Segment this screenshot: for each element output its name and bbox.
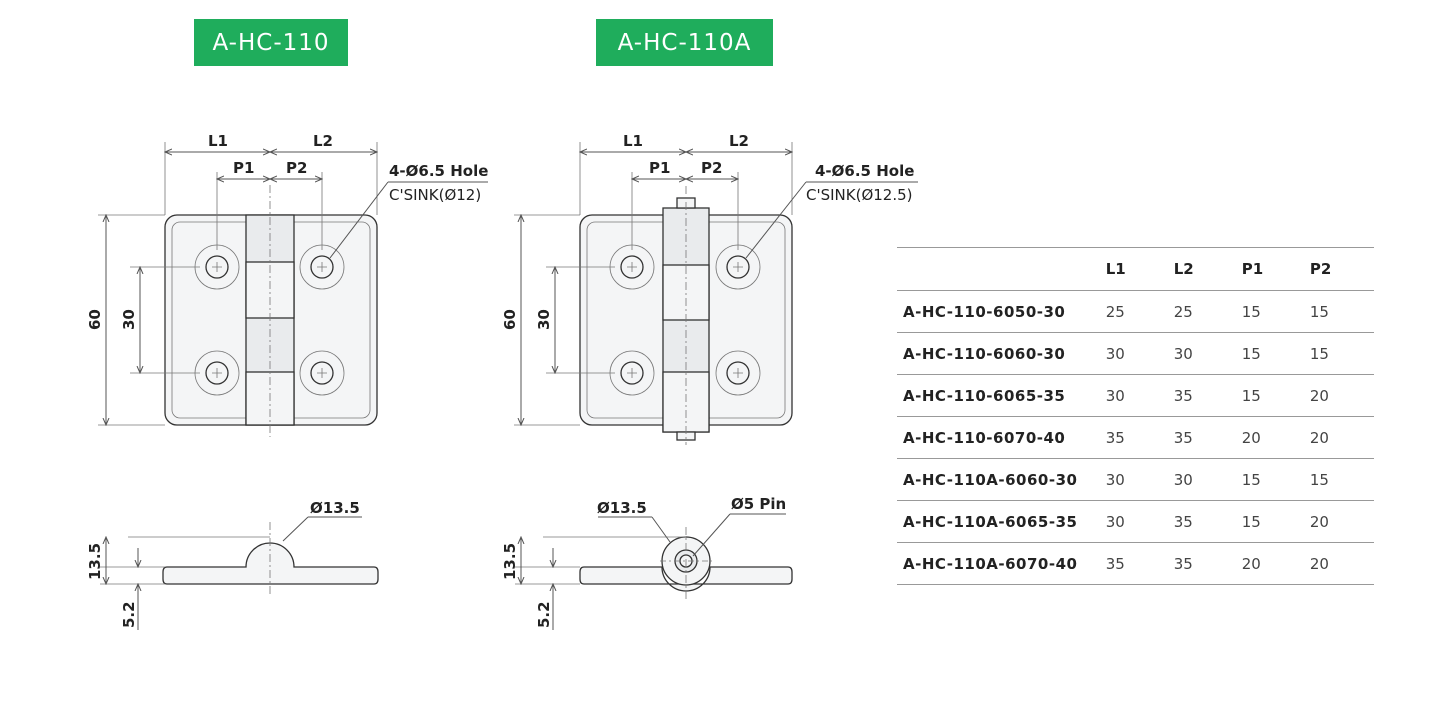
dim-l2-b: L2 (729, 132, 749, 150)
dim-l1-b: L1 (623, 132, 643, 150)
cell-p1: 15 (1237, 458, 1306, 501)
cell-p1: 20 (1237, 416, 1306, 459)
pin-note-b: Ø5 Pin (731, 495, 786, 513)
csink-note-b: C'SINK(Ø12.5) (806, 186, 913, 204)
header-l1: L1 (1101, 247, 1170, 291)
side-height-b: 13.5 (501, 543, 519, 580)
table-row: A-HC-110A-6070-40 35 35 20 20 (897, 542, 1374, 585)
table-header-row: L1 L2 P1 P2 (897, 247, 1374, 291)
table-row: A-HC-110-6060-30 30 30 15 15 (897, 332, 1374, 375)
cell-p2: 20 (1305, 416, 1374, 459)
cell-p2: 20 (1305, 374, 1374, 417)
dim-p2-a: P2 (286, 159, 307, 177)
hinge-side-view-b (515, 513, 793, 630)
table-row: A-HC-110A-6060-30 30 30 15 15 (897, 458, 1374, 501)
csink-note-a: C'SINK(Ø12) (389, 186, 481, 204)
model-tag-a-hc-110: A-HC-110 (194, 19, 348, 66)
table-row: A-HC-110-6050-30 25 25 15 15 (897, 290, 1374, 333)
cell-p2: 15 (1305, 458, 1374, 501)
header-l2: L2 (1169, 247, 1238, 291)
cell-p1: 15 (1237, 290, 1306, 333)
cell-model: A-HC-110-6050-30 (897, 290, 1102, 333)
cell-p2: 20 (1305, 542, 1374, 585)
cell-l1: 25 (1101, 290, 1170, 333)
header-model (897, 247, 1102, 291)
cell-model: A-HC-110-6060-30 (897, 332, 1102, 375)
header-p2: P2 (1305, 247, 1374, 291)
cell-l2: 35 (1169, 416, 1238, 459)
cell-p2: 20 (1305, 500, 1374, 543)
hinge-side-view-a (100, 516, 379, 630)
cell-model: A-HC-110-6065-35 (897, 374, 1102, 417)
cell-l2: 30 (1169, 458, 1238, 501)
spec-table: L1 L2 P1 P2 A-HC-110-6050-30 25 25 15 15… (897, 247, 1374, 585)
dim-l1-a: L1 (208, 132, 228, 150)
cell-p1: 15 (1237, 500, 1306, 543)
dim-p2-b: P2 (701, 159, 722, 177)
cell-p2: 15 (1305, 290, 1374, 333)
model-tag-a-hc-110a: A-HC-110A (596, 19, 773, 66)
cell-model: A-HC-110A-6065-35 (897, 500, 1102, 543)
dim-l2-a: L2 (313, 132, 333, 150)
cell-l2: 30 (1169, 332, 1238, 375)
dim-height-b: 60 (501, 309, 519, 330)
thickness-b: 5.2 (535, 601, 553, 628)
cell-model: A-HC-110A-6070-40 (897, 542, 1102, 585)
dim-p1-b: P1 (649, 159, 670, 177)
hinge-front-view-b (514, 142, 918, 445)
cell-l2: 35 (1169, 374, 1238, 417)
cell-model: A-HC-110-6070-40 (897, 416, 1102, 459)
cell-p1: 15 (1237, 374, 1306, 417)
cell-model: A-HC-110A-6060-30 (897, 458, 1102, 501)
cell-p2: 15 (1305, 332, 1374, 375)
cell-l1: 30 (1101, 332, 1170, 375)
header-p1: P1 (1237, 247, 1306, 291)
cell-l1: 30 (1101, 458, 1170, 501)
knuckle-dia-b: Ø13.5 (597, 499, 647, 517)
dim-hole-spacing-b: 30 (535, 309, 553, 330)
hole-note-b: 4-Ø6.5 Hole (815, 162, 914, 180)
cell-l2: 35 (1169, 542, 1238, 585)
cell-l1: 35 (1101, 416, 1170, 459)
table-row: A-HC-110A-6065-35 30 35 15 20 (897, 500, 1374, 543)
table-row: A-HC-110-6065-35 30 35 15 20 (897, 374, 1374, 417)
table-row: A-HC-110-6070-40 35 35 20 20 (897, 416, 1374, 459)
cell-l1: 35 (1101, 542, 1170, 585)
cell-l1: 30 (1101, 374, 1170, 417)
hinge-front-view-a (98, 142, 488, 437)
dim-hole-spacing-a: 30 (120, 309, 138, 330)
cell-l1: 30 (1101, 500, 1170, 543)
knuckle-dia-a: Ø13.5 (310, 499, 360, 517)
cell-l2: 35 (1169, 500, 1238, 543)
cell-p1: 20 (1237, 542, 1306, 585)
thickness-a: 5.2 (120, 601, 138, 628)
side-height-a: 13.5 (86, 543, 104, 580)
dim-p1-a: P1 (233, 159, 254, 177)
dim-height-a: 60 (86, 309, 104, 330)
cell-p1: 15 (1237, 332, 1306, 375)
hole-note-a: 4-Ø6.5 Hole (389, 162, 488, 180)
cell-l2: 25 (1169, 290, 1238, 333)
